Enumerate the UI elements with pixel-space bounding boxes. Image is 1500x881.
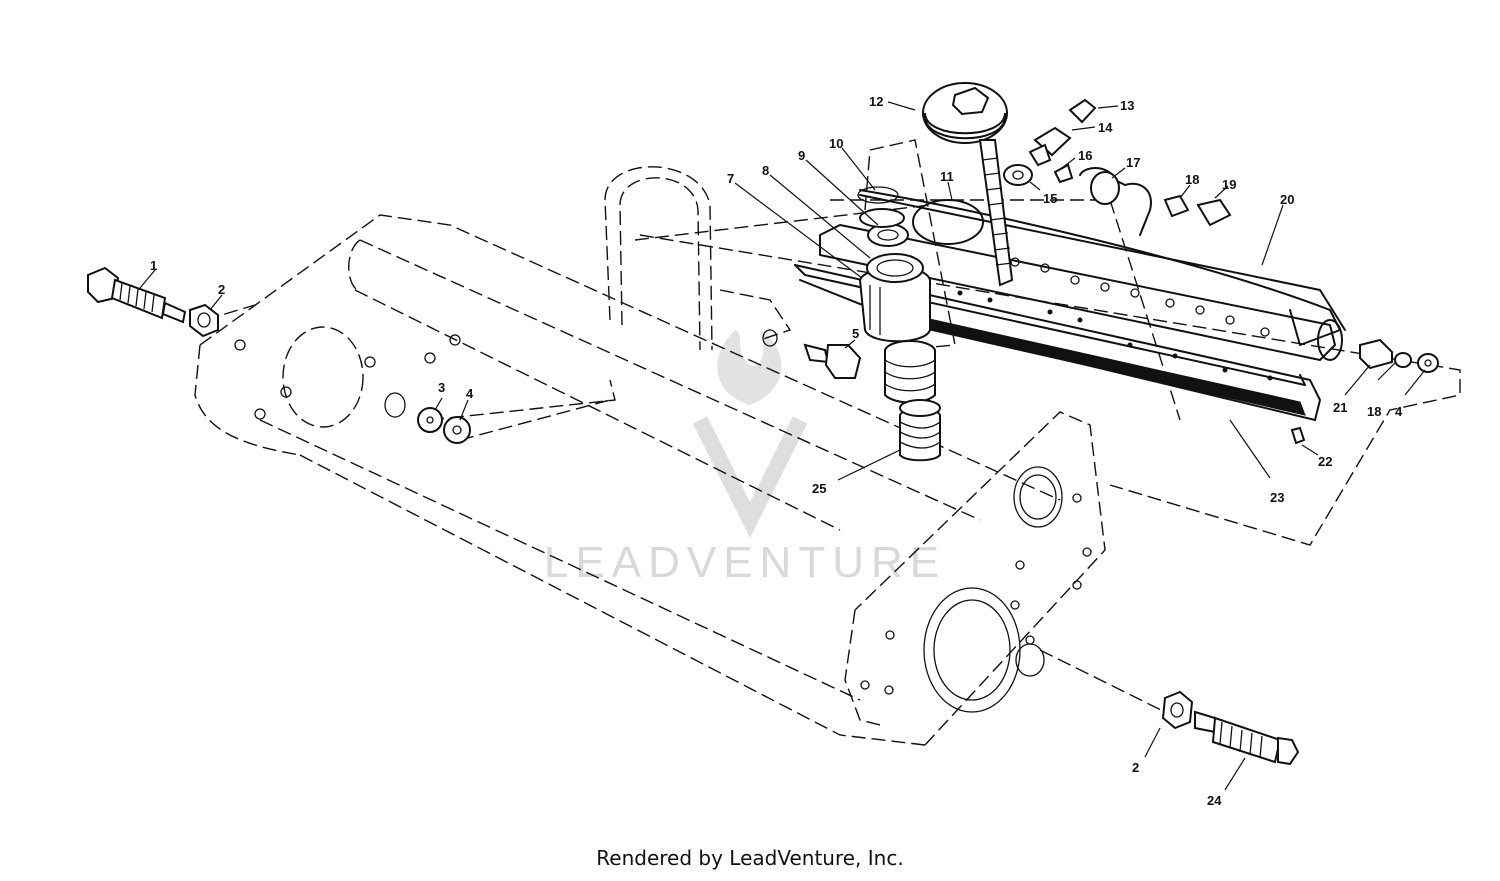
spring-assembly xyxy=(857,186,984,462)
watermark: LEADVENTURE xyxy=(544,330,946,587)
bolt-right xyxy=(1015,643,1300,766)
right-hardware xyxy=(1290,338,1439,445)
bolt-5 xyxy=(762,329,862,379)
callout-24: 24 xyxy=(1207,793,1222,808)
callout-23: 23 xyxy=(1270,490,1284,505)
leader-lines xyxy=(139,101,1426,791)
callout-12: 12 xyxy=(869,94,883,109)
washers-left xyxy=(384,392,471,444)
adjuster-knob xyxy=(922,82,1014,287)
callout-18a: 18 xyxy=(1185,172,1199,187)
callout-4a: 4 xyxy=(466,386,474,401)
tiller-housing xyxy=(194,214,1106,746)
depth-bar-assembly xyxy=(794,189,1346,421)
callout-22: 22 xyxy=(1318,454,1332,469)
handle-loop xyxy=(604,166,713,351)
callout-14: 14 xyxy=(1098,120,1113,135)
callout-5: 5 xyxy=(852,326,859,341)
callout-8: 8 xyxy=(762,163,769,178)
callout-10: 10 xyxy=(829,136,843,151)
bar-holes xyxy=(957,257,1273,381)
callout-7: 7 xyxy=(727,171,734,186)
callout-21: 21 xyxy=(1333,400,1347,415)
callout-3: 3 xyxy=(438,380,445,395)
callout-13: 13 xyxy=(1120,98,1134,113)
callout-25: 25 xyxy=(812,481,826,496)
callout-20: 20 xyxy=(1280,192,1294,207)
callout-2b: 2 xyxy=(1132,760,1139,775)
callout-1: 1 xyxy=(150,258,157,273)
callout-19: 19 xyxy=(1222,177,1236,192)
render-credit: Rendered by LeadVenture, Inc. xyxy=(596,846,904,870)
bolt-left xyxy=(87,266,219,338)
callout-16: 16 xyxy=(1078,148,1092,163)
callout-17: 17 xyxy=(1126,155,1140,170)
linkage-parts xyxy=(1003,98,1232,236)
callout-18b: 18 xyxy=(1367,404,1381,419)
callout-labels: 1 2 3 4 5 7 8 9 10 11 12 13 14 15 16 17 … xyxy=(150,94,1403,808)
callout-2a: 2 xyxy=(218,282,225,297)
callout-4b: 4 xyxy=(1395,404,1403,419)
watermark-text: LEADVENTURE xyxy=(544,538,946,587)
callout-9: 9 xyxy=(798,148,805,163)
callout-15: 15 xyxy=(1043,191,1057,206)
callout-11: 11 xyxy=(940,169,954,184)
assembly-guides xyxy=(204,139,1461,713)
